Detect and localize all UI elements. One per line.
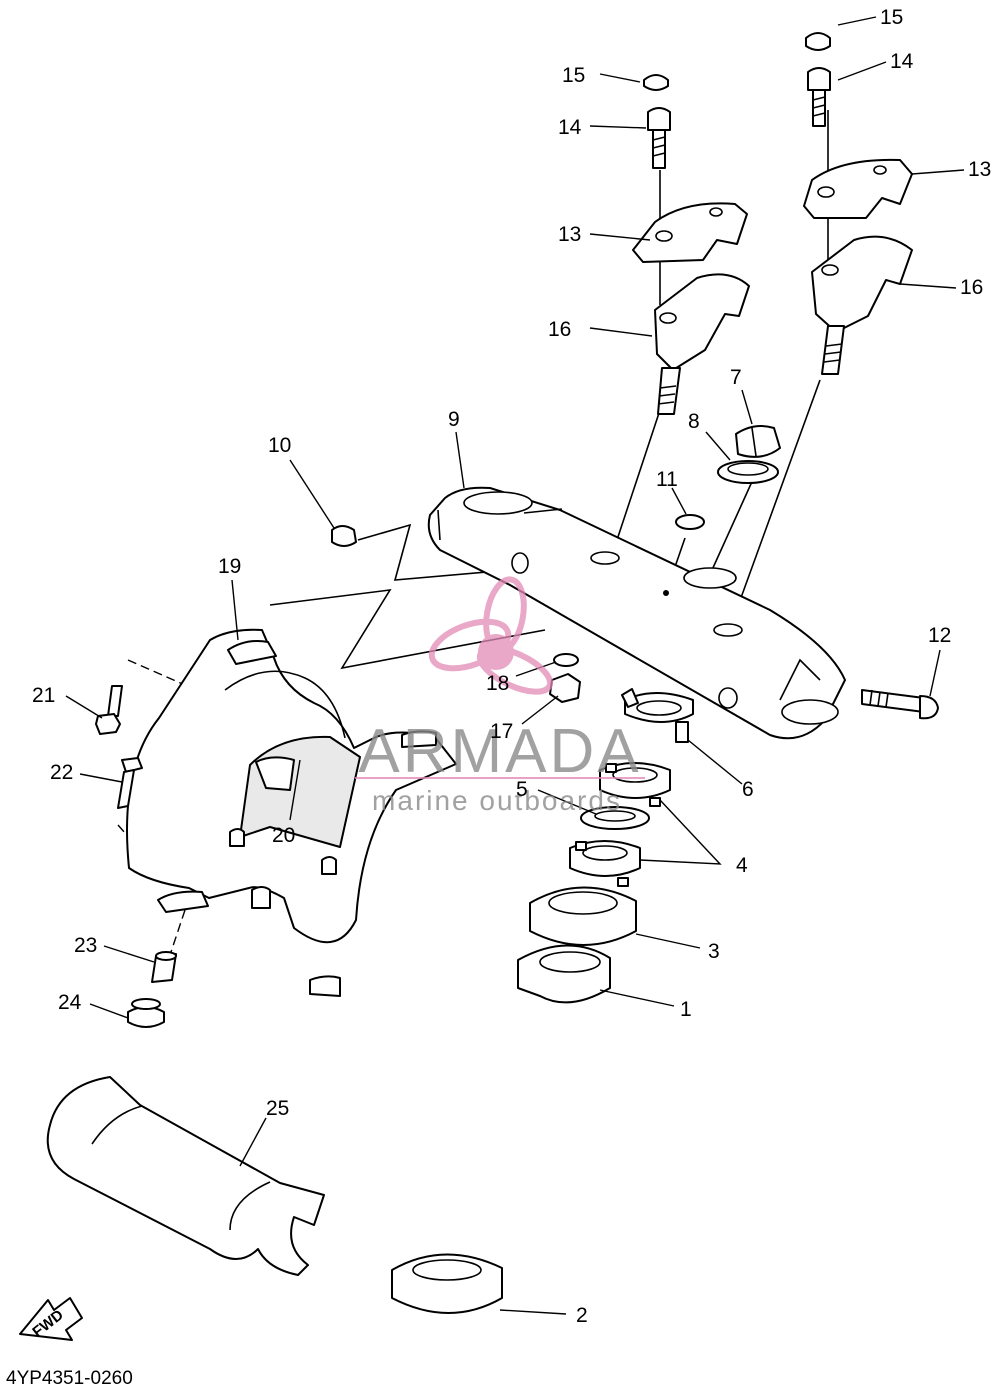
- callout-13-right: 13: [968, 158, 991, 181]
- callout-14-left: 14: [558, 116, 582, 139]
- callout-22: 22: [50, 761, 73, 784]
- callout-18: 18: [486, 672, 509, 695]
- callout-8: 8: [688, 410, 700, 433]
- bearing-1: [517, 944, 611, 1004]
- callout-16-left: 16: [548, 318, 571, 341]
- lock-washer-6: [621, 688, 694, 743]
- bolt-22: [117, 757, 143, 809]
- callout-15-right: 15: [880, 6, 903, 29]
- holder-13-left: [632, 202, 748, 263]
- watermark-tagline: marine outboards: [372, 785, 622, 816]
- callout-23: 23: [74, 934, 97, 957]
- callout-labels: 15 14 15 14 13 13 16 16 7 8 9 10 11 19 1…: [32, 6, 991, 1327]
- holder-16-right: [811, 235, 913, 375]
- watermark: ARMADA marine outboards: [355, 576, 645, 816]
- callout-13-left: 13: [558, 223, 581, 246]
- leader-lines: [65, 16, 965, 1315]
- callout-19: 19: [218, 555, 241, 578]
- callout-17: 17: [490, 720, 513, 743]
- nut-7: [735, 425, 781, 458]
- nut-17: [549, 673, 581, 703]
- upper-bracket-9: [427, 486, 846, 740]
- watermark-brand: ARMADA: [358, 717, 641, 786]
- callout-16-right: 16: [960, 276, 983, 299]
- callout-3: 3: [708, 940, 720, 963]
- collar-18: [553, 653, 579, 667]
- propeller-logo: [428, 576, 554, 695]
- forward-direction-arrow: FWD: [19, 1297, 83, 1341]
- steering-cover-19: [126, 628, 457, 997]
- washer-5: [580, 806, 650, 830]
- cap-15-right: [805, 32, 831, 51]
- cover-25: [46, 1076, 325, 1276]
- callout-14-right: 14: [890, 50, 914, 73]
- callout-2: 2: [576, 1304, 588, 1327]
- callout-15-left: 15: [562, 64, 585, 87]
- holder-13-right: [803, 158, 913, 219]
- callout-12: 12: [928, 624, 951, 647]
- callout-10: 10: [268, 434, 291, 457]
- bolt-12: [861, 689, 939, 720]
- callout-21: 21: [32, 684, 55, 707]
- bolt-21: [95, 685, 123, 735]
- grommet-24: [127, 998, 165, 1028]
- callout-1: 1: [680, 998, 692, 1021]
- drawing-code: 4YP4351-0260: [6, 1368, 133, 1389]
- callout-4: 4: [736, 854, 748, 877]
- callout-11: 11: [656, 468, 678, 491]
- holder-16-left: [654, 273, 750, 415]
- bearing-3: [529, 886, 637, 946]
- bolt-14-right: [807, 67, 831, 127]
- cap-15-left: [643, 74, 669, 91]
- assembly-lines: [117, 110, 829, 956]
- plug-11: [675, 514, 705, 530]
- callout-6: 6: [742, 778, 754, 801]
- bearing-2: [391, 1253, 503, 1314]
- callout-24: 24: [58, 991, 82, 1014]
- callout-20: 20: [272, 824, 295, 847]
- plug-10: [331, 525, 357, 547]
- bolt-14-left: [647, 107, 671, 169]
- collar-23: [151, 951, 177, 983]
- ring-nut-4-lower: [569, 840, 641, 887]
- callout-9: 9: [448, 408, 460, 431]
- callout-25: 25: [266, 1097, 289, 1120]
- callout-5: 5: [516, 778, 528, 801]
- callout-7: 7: [730, 366, 742, 389]
- washer-8: [717, 460, 779, 484]
